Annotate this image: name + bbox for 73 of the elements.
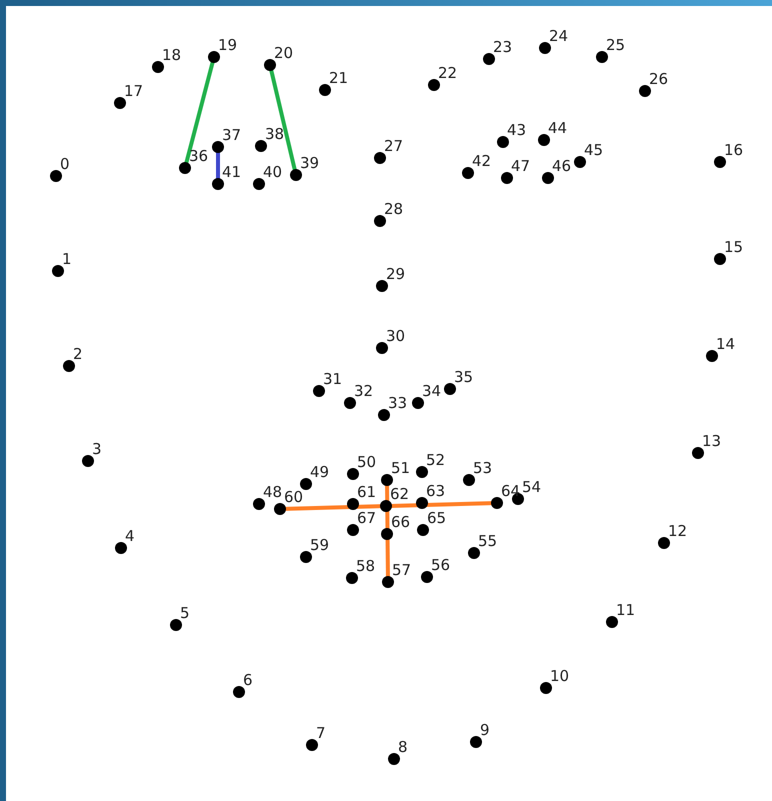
point-number: 53 [473,460,492,477]
point-number: 9 [480,722,490,739]
point-number: 21 [329,70,348,87]
point-number: 17 [124,83,144,100]
point-number: 4 [125,528,135,545]
point-number: 30 [386,328,406,345]
point-number: 54 [522,479,542,496]
point-number: 57 [392,562,412,579]
point-number: 13 [702,433,722,450]
point-number: 41 [222,164,242,181]
point-number: 14 [716,336,736,353]
point-number: 8 [398,739,408,756]
point-number: 18 [162,47,182,64]
point-number: 20 [274,45,294,62]
point-number: 55 [478,533,498,550]
point-number: 26 [649,71,668,88]
point-number: 46 [552,158,572,175]
connector-line [269,69,297,171]
connector-line [385,484,390,578]
point-number: 34 [422,383,442,400]
point-number: 35 [454,369,474,386]
point-number: 33 [388,395,408,412]
point-number: 1 [62,251,72,268]
point-number: 37 [222,127,242,144]
point-number: 32 [354,383,374,400]
point-number: 27 [384,138,404,155]
point-number: 10 [550,668,570,685]
point-number: 67 [357,510,376,527]
point-number: 7 [316,725,326,742]
point-number: 44 [548,120,568,137]
point-number: 23 [493,39,512,56]
point-number: 64 [501,483,520,500]
connector-line [284,501,492,511]
point-number: 3 [92,441,102,458]
point-number: 65 [427,510,446,527]
point-number: 29 [386,266,406,283]
point-number: 31 [323,371,342,388]
point-number: 2 [73,346,83,363]
point-number: 40 [263,164,282,181]
point-number: 5 [180,605,190,622]
point-number: 38 [265,126,284,143]
point-number: 11 [616,602,636,619]
point-number: 24 [549,28,568,45]
point-number: 60 [284,489,304,506]
point-number: 6 [243,672,253,689]
point-number: 48 [263,484,282,501]
point-number: 22 [438,65,458,82]
point-number: 47 [511,158,530,175]
point-number: 0 [60,156,70,173]
point-number: 61 [357,484,376,501]
point-number: 51 [391,460,410,477]
point-number: 58 [356,558,376,575]
point-number: 43 [507,122,526,139]
point-number: 63 [426,483,446,500]
point-number: 36 [189,148,208,165]
point-number: 52 [426,452,446,469]
point-number: 49 [310,464,330,481]
point-number: 15 [724,239,744,256]
point-number: 12 [668,523,688,540]
point-number: 25 [606,37,626,54]
point-number: 62 [390,486,410,503]
point-number: 50 [357,454,376,471]
point-number: 66 [391,514,410,531]
point-number: 28 [384,201,404,218]
point-number: 42 [472,153,492,170]
connector-line [216,152,220,179]
point-number: 59 [310,537,330,554]
point-number: 45 [584,142,604,159]
point-number: 19 [218,37,238,54]
connector-line [184,61,215,164]
point-number: 16 [724,142,744,159]
point-number: 56 [431,557,450,574]
point-number: 39 [300,155,320,172]
